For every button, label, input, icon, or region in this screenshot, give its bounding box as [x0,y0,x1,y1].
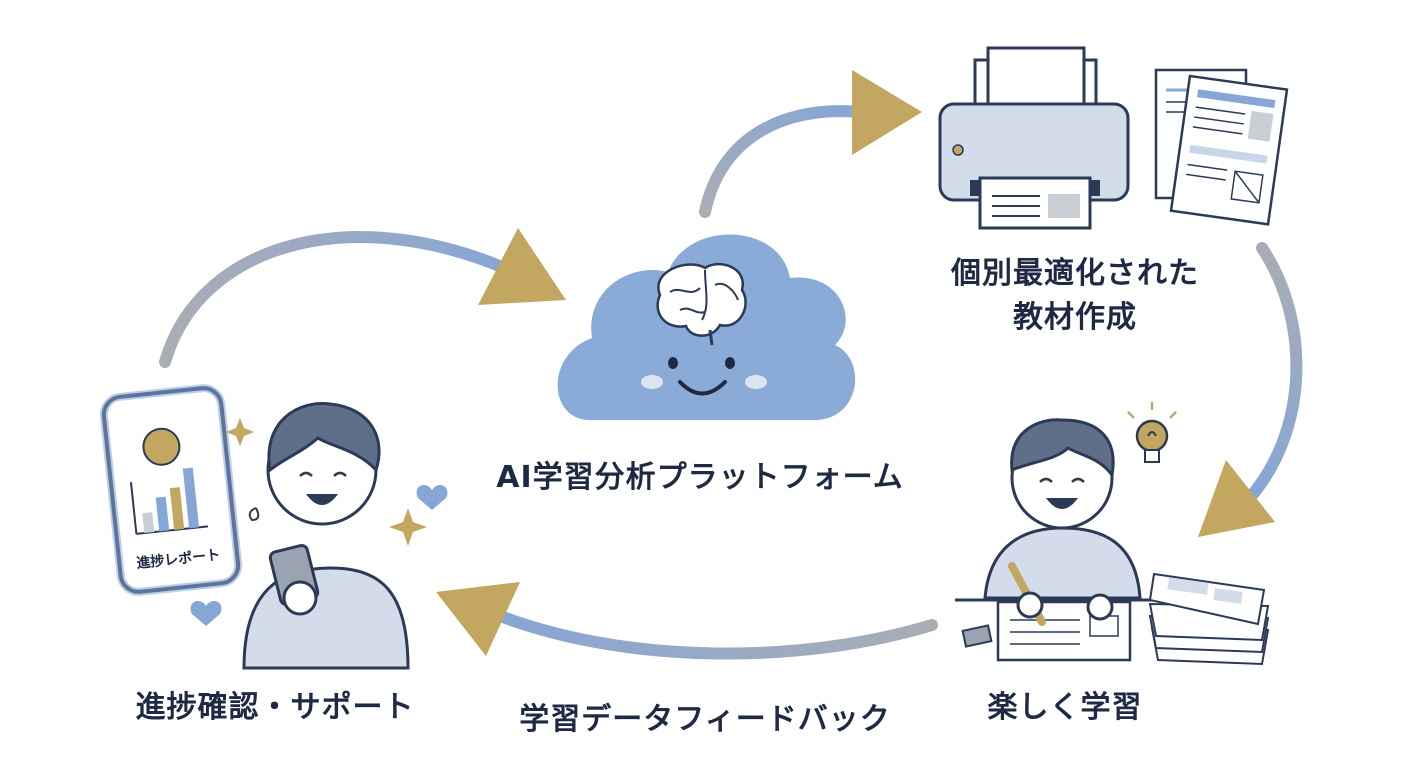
materials-label-line2: 教材作成 [1013,300,1137,335]
heart-icon [416,484,448,510]
platform-label: AI学習分析プラットフォーム [496,460,904,495]
arrowhead [478,228,566,305]
printer-icon [938,46,1130,230]
worksheet-stack-icon [1148,572,1270,666]
arrow-support-to-platform [159,228,566,368]
arrow-materials-to-learning [1198,242,1303,537]
phone-report: 進捗レポート [99,384,243,596]
sparkle-icon [389,508,427,546]
child-studying [955,418,1170,662]
lightbulb-icon [1127,402,1177,463]
bar [155,496,170,532]
support-label: 進捗確認・サポート [135,690,415,725]
materials-label: 個別最適化された 教材作成 [930,252,1220,340]
learning-label: 楽しく学習 [987,690,1143,725]
bar [142,512,155,534]
document-stack-icon [1154,68,1289,226]
brain-icon [656,262,747,346]
parent-character [242,402,410,670]
arrow-learning-to-support [436,582,938,660]
ai-cloud [557,234,856,420]
bar [182,467,200,529]
sparkle-icon [226,418,254,446]
smiley-icon [142,427,181,466]
materials-label-line1: 個別最適化された [951,256,1199,291]
arrow-platform-to-materials [699,70,922,218]
arrowhead [1198,460,1275,537]
feedback-label: 学習データフィードバック [519,702,891,737]
heart-icon [190,600,222,626]
cloud-face [641,357,767,396]
arrowhead [852,70,922,155]
arrowhead [436,582,520,656]
bar [169,487,185,530]
